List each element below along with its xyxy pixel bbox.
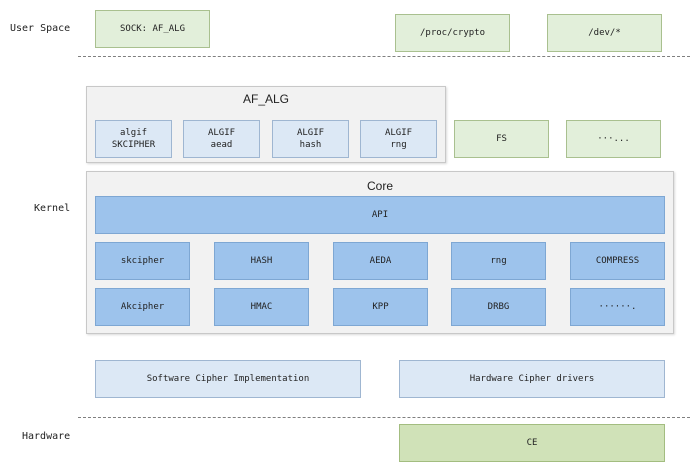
core-item-hash: HASH [214, 242, 309, 280]
af-alg-title: AF_ALG [242, 92, 290, 106]
af-alg-item-skcipher: algif SKCIPHER [95, 120, 172, 158]
sock-af-alg-box: SOCK: AF_ALG [95, 10, 210, 48]
software-cipher-box: Software Cipher Implementation [95, 360, 361, 398]
more-box: ···... [566, 120, 661, 158]
layer-label-hardware: Hardware [22, 431, 71, 442]
core-title: Core [366, 179, 393, 193]
core-item-more: ······. [570, 288, 665, 326]
core-item-rng: rng [451, 242, 546, 280]
core-item-kpp: KPP [333, 288, 428, 326]
layer-label-kernel: Kernel [34, 203, 71, 214]
layer-label-user-space: User Space [10, 23, 71, 34]
core-item-drbg: DRBG [451, 288, 546, 326]
core-item-akcipher: Akcipher [95, 288, 190, 326]
fs-box: FS [454, 120, 549, 158]
core-item-aeda: AEDA [333, 242, 428, 280]
af-alg-item-rng: ALGIF rng [360, 120, 437, 158]
core-item-compress: COMPRESS [570, 242, 665, 280]
dev-box: /dev/* [547, 14, 662, 52]
proc-crypto-box: /proc/crypto [395, 14, 510, 52]
af-alg-item-aead: ALGIF aead [183, 120, 260, 158]
kernel-hardware-divider [78, 417, 690, 418]
af-alg-item-hash: ALGIF hash [272, 120, 349, 158]
core-item-skcipher: skcipher [95, 242, 190, 280]
api-box: API [95, 196, 665, 234]
core-item-hmac: HMAC [214, 288, 309, 326]
user-kernel-divider [78, 56, 690, 57]
ce-box: CE [399, 424, 665, 462]
hardware-cipher-drivers-box: Hardware Cipher drivers [399, 360, 665, 398]
